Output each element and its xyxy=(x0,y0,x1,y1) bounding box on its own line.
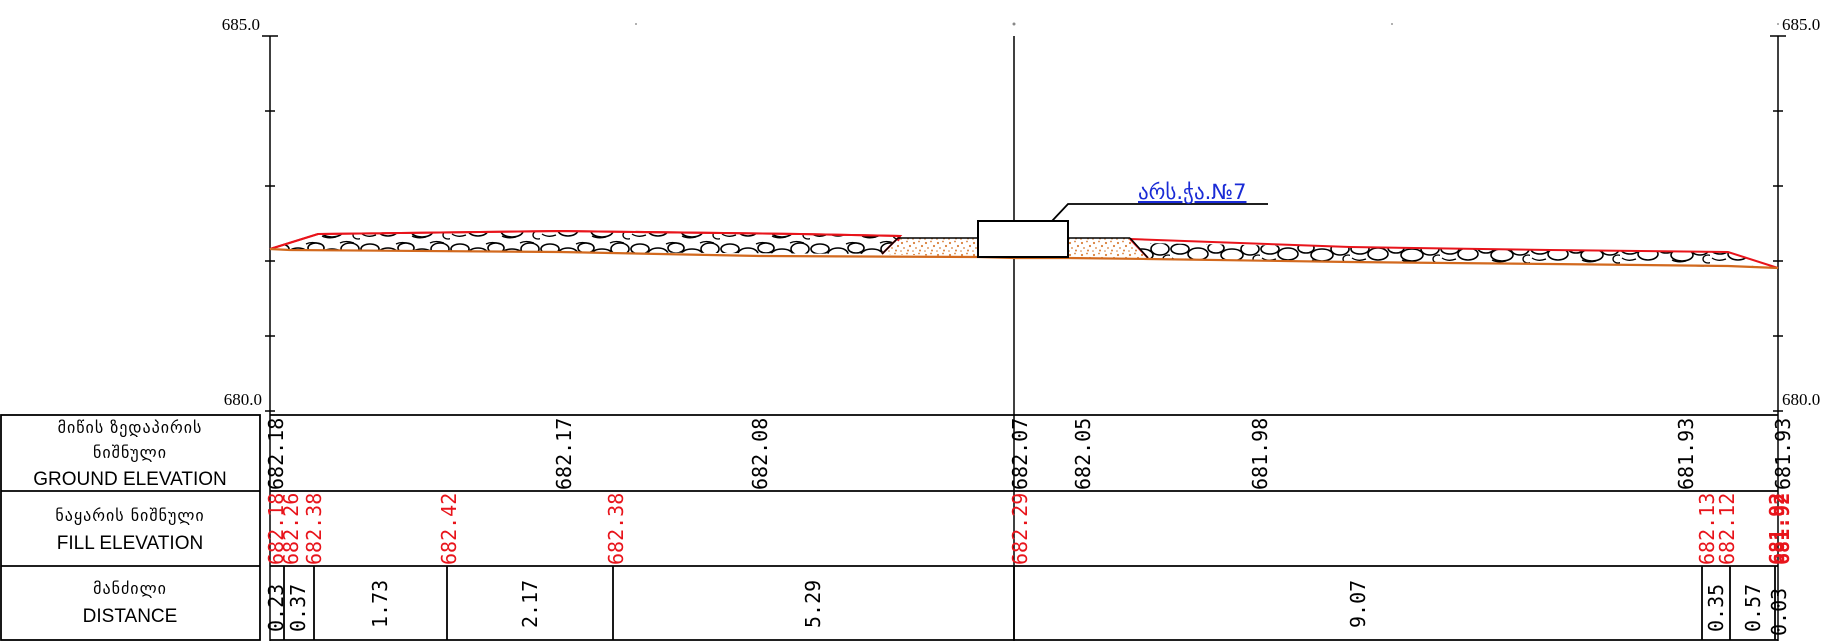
axis-bottom-right-label: 680.0 xyxy=(1782,390,1820,409)
fill-elevation-values: 682.18 682.26 682.38 682.42 682.38 682.2… xyxy=(264,493,1794,565)
manhole-annotation[interactable]: არს.ჭა.№7 xyxy=(1138,180,1247,204)
fill-value: 682.26 xyxy=(279,493,303,565)
sand-bedding-right xyxy=(1068,238,1148,258)
distance-value: 0.23 xyxy=(264,584,288,632)
ground-value: 681.93 xyxy=(1674,418,1698,490)
distance-value: 0.35 xyxy=(1704,584,1728,632)
manhole-structure xyxy=(977,220,1069,258)
ground-value: 682.08 xyxy=(748,418,772,490)
distance-value: 2.17 xyxy=(518,580,542,628)
bedding-edges xyxy=(881,237,1149,259)
distance-value: 0.03 xyxy=(1767,588,1791,636)
fill-value: 681.92 xyxy=(1770,493,1794,565)
distance-values: 0.23 0.37 1.73 2.17 5.29 9.07 0.35 0.57 … xyxy=(264,580,1791,636)
fill-value: 682.38 xyxy=(604,493,628,565)
annotation-leader-line xyxy=(1051,203,1268,222)
axis-top-left-label: 685.0 xyxy=(222,15,260,34)
distance-row-label-geo: მანძილი xyxy=(93,579,167,598)
ground-value: 682.07 xyxy=(1008,418,1032,490)
ground-row-label-geo-2: ნიშნული xyxy=(93,443,167,462)
ground-value: 682.17 xyxy=(552,418,576,490)
elevation-axes xyxy=(262,35,1786,641)
ground-value: 682.18 xyxy=(264,418,288,490)
ground-value: 681.98 xyxy=(1248,418,1272,490)
profile-table xyxy=(0,414,1778,641)
distance-value: 0.37 xyxy=(286,584,310,632)
fill-value: 682.18 xyxy=(264,493,288,565)
fill-value: 682.12 xyxy=(1715,493,1739,565)
fill-value: 681.92 xyxy=(1765,493,1789,565)
axis-top-right-label: 685.0 xyxy=(1782,15,1820,34)
distance-row-label-en: DISTANCE xyxy=(83,606,178,627)
distance-value: 0.57 xyxy=(1741,584,1765,632)
stone-fill-left xyxy=(270,231,900,254)
fill-value: 682.29 xyxy=(1008,493,1032,565)
fill-value: 682.38 xyxy=(302,493,326,565)
distance-value: 5.29 xyxy=(801,580,825,628)
fill-row-label-geo: ნაყარის ნიშნული xyxy=(55,506,204,525)
distance-value: 1.73 xyxy=(368,580,392,628)
ground-elevation-values: 682.18 682.17 682.08 682.07 682.05 681.9… xyxy=(264,418,1795,490)
fill-value: 682.42 xyxy=(437,493,461,565)
ground-value: 681.93 xyxy=(1771,418,1795,490)
distance-value: 9.07 xyxy=(1346,580,1370,628)
ground-value: 682.05 xyxy=(1071,418,1095,490)
sand-bedding-left xyxy=(882,238,978,257)
top-marks xyxy=(635,22,1779,26)
fill-value: 682.13 xyxy=(1695,493,1719,565)
fill-row-label-en: FILL ELEVATION xyxy=(57,533,203,554)
axis-bottom-left-label: 680.0 xyxy=(224,390,262,409)
ground-row-label-geo-1: მიწის ზედაპირის xyxy=(58,418,203,437)
fill-outline xyxy=(269,229,1779,269)
ground-row-label-en: GROUND ELEVATION xyxy=(33,469,227,490)
